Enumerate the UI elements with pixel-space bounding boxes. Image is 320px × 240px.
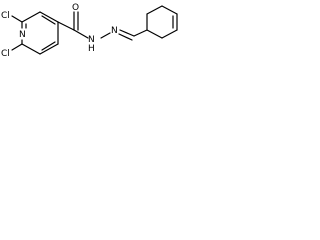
structure-canvas: Cl Cl N O N H N [0,0,184,83]
amide-hydrogen-label: H [88,44,95,54]
bond-ring-n-c6 [21,43,41,55]
bond-carbonyl-nh [73,29,89,39]
bond-ring-c3-c4-double [41,15,56,25]
bond-ring-c5-c6-double [41,41,56,51]
bond-cl-bottom [11,43,23,51]
bond-ring-c3-c4 [39,11,59,23]
bond-cy-3 [161,5,178,15]
bond-ring-carbonyl [57,21,75,31]
bond-cy-6 [146,29,163,39]
bond-n-ch [119,29,135,37]
ring-nitrogen-label: N [19,30,26,40]
chlorine-top-label: Cl [1,11,10,21]
bond-ring-c2-c3 [21,11,41,23]
bond-cy-5 [161,29,178,39]
bond-nh-n [100,32,111,39]
bond-ring-c5-c6 [39,43,59,55]
bond-n-ch-double [118,33,133,41]
carbonyl-oxygen-label: O [72,3,79,13]
pyridine-ring [21,11,59,55]
imine-nitrogen-label: N [111,26,118,36]
molecule-drawing: Cl Cl N O N H N [1,3,178,59]
bond-cl-top [11,15,23,23]
amide-nitrogen-label: N [88,35,95,45]
cyclohexene-ring [146,5,178,39]
bond-ch-ring [133,29,148,37]
chlorine-bottom-label: Cl [1,49,10,59]
bond-cy-2 [146,5,163,15]
